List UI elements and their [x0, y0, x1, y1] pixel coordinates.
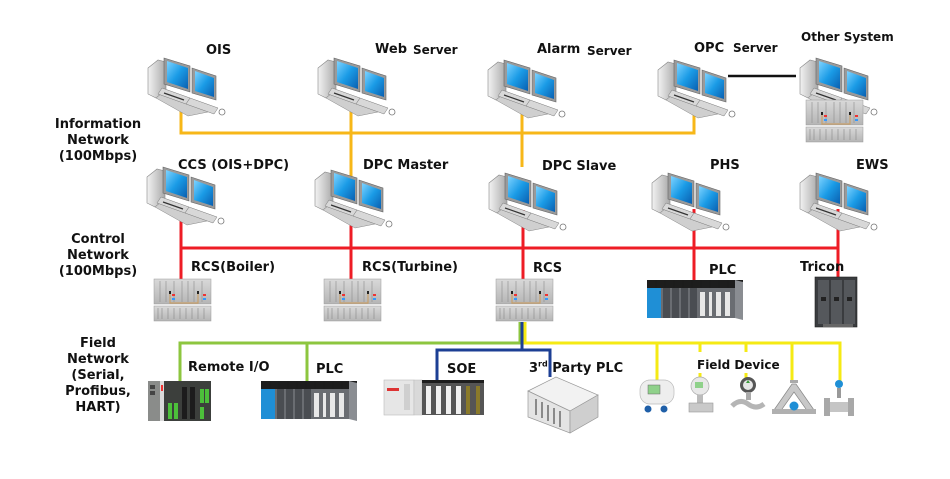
info-bus	[179, 100, 696, 135]
field-network-lines	[178, 322, 842, 385]
control-label-line3: (100Mbps)	[58, 264, 138, 279]
field-bus-blue	[435, 322, 524, 381]
third-party-num: 3	[529, 361, 539, 376]
field-label-line3: (Serial,	[71, 368, 125, 383]
ois-label: OIS	[206, 43, 232, 58]
field-label-line1: Field	[80, 336, 116, 351]
control-label-line1: Control	[71, 232, 125, 247]
other-system-rack-icon[interactable]	[805, 99, 864, 143]
rcs-turbine-rack-icon[interactable]	[323, 278, 382, 322]
third-party-rest: Party PLC	[552, 361, 624, 376]
ccs-workstation-icon[interactable]	[146, 166, 225, 226]
rcs-rack-icon[interactable]	[495, 278, 554, 322]
third-party-plc-icon[interactable]	[527, 376, 599, 434]
transmitter-icon[interactable]	[639, 379, 675, 413]
field-bus-green	[178, 322, 522, 381]
dpc-slave-label: DPC Slave	[542, 159, 617, 174]
plc-field-icon[interactable]	[260, 380, 358, 422]
vortex-meter-icon[interactable]	[824, 380, 854, 416]
information-network-label: Information Network (100Mbps)	[38, 117, 158, 165]
alarm-server-workstation-icon[interactable]	[487, 59, 566, 119]
rcs-turbine-label: RCS(Turbine)	[362, 260, 458, 275]
web-label: Web	[375, 42, 407, 57]
info-label-line1: Information	[54, 117, 142, 132]
info-label-line3: (100Mbps)	[58, 149, 138, 164]
remote-io-label: Remote I/O	[188, 360, 270, 375]
dpc-slave-workstation-icon[interactable]	[488, 172, 567, 232]
plc-control-label: PLC	[709, 263, 737, 278]
ccs-label: CCS (OIS+DPC)	[178, 158, 290, 173]
field-label-line2: Network	[67, 352, 129, 367]
phs-workstation-icon[interactable]	[651, 172, 730, 232]
dpc-master-workstation-icon[interactable]	[314, 169, 393, 229]
field-device-label: Field Device	[697, 358, 780, 373]
alarm-server-label: Server	[587, 44, 632, 58]
ois-workstation-icon[interactable]	[147, 57, 226, 117]
soe-module-icon[interactable]	[383, 379, 484, 416]
rcs-label: RCS	[533, 261, 563, 276]
opc-server-label: Server	[733, 41, 778, 55]
phs-label: PHS	[710, 158, 740, 173]
control-network-label: Control Network (100Mbps)	[38, 232, 158, 280]
remote-io-icon[interactable]	[148, 381, 211, 421]
web-server-label: Server	[413, 43, 458, 57]
third-party-plc-label: 3rd Party PLC	[529, 359, 624, 376]
field-blue-3rd	[522, 348, 552, 377]
web-server-workstation-icon[interactable]	[317, 57, 396, 117]
plc-control-icon[interactable]	[646, 279, 744, 321]
field-network-label: Field Network (Serial, Profibus, HART)	[38, 336, 158, 416]
field-label-line4: Profibus,	[65, 384, 131, 399]
coriolis-meter-icon[interactable]	[772, 380, 816, 414]
opc-label: OPC	[694, 41, 725, 56]
rcs-boiler-label: RCS(Boiler)	[191, 260, 276, 275]
opc-server-workstation-icon[interactable]	[657, 59, 736, 119]
info-label-line2: Network	[67, 133, 129, 148]
ews-workstation-icon[interactable]	[799, 172, 878, 232]
field-label-line5: HART)	[75, 400, 121, 415]
other-system-label: Other System	[801, 30, 894, 44]
ews-label: EWS	[856, 158, 889, 173]
soe-label: SOE	[447, 362, 477, 377]
alarm-label: Alarm	[537, 42, 581, 57]
plc-field-label: PLC	[316, 362, 344, 377]
control-label-line2: Network	[67, 248, 129, 263]
pressure-transmitter-icon[interactable]	[688, 376, 714, 413]
dpc-master-label: DPC Master	[363, 158, 449, 173]
third-party-sup: rd	[538, 359, 548, 369]
field-bus-yellow	[523, 322, 842, 385]
tricon-icon[interactable]	[814, 276, 858, 328]
tricon-label: Tricon	[800, 260, 845, 275]
flow-meter-icon[interactable]	[730, 377, 766, 410]
rcs-boiler-rack-icon[interactable]	[153, 278, 212, 322]
